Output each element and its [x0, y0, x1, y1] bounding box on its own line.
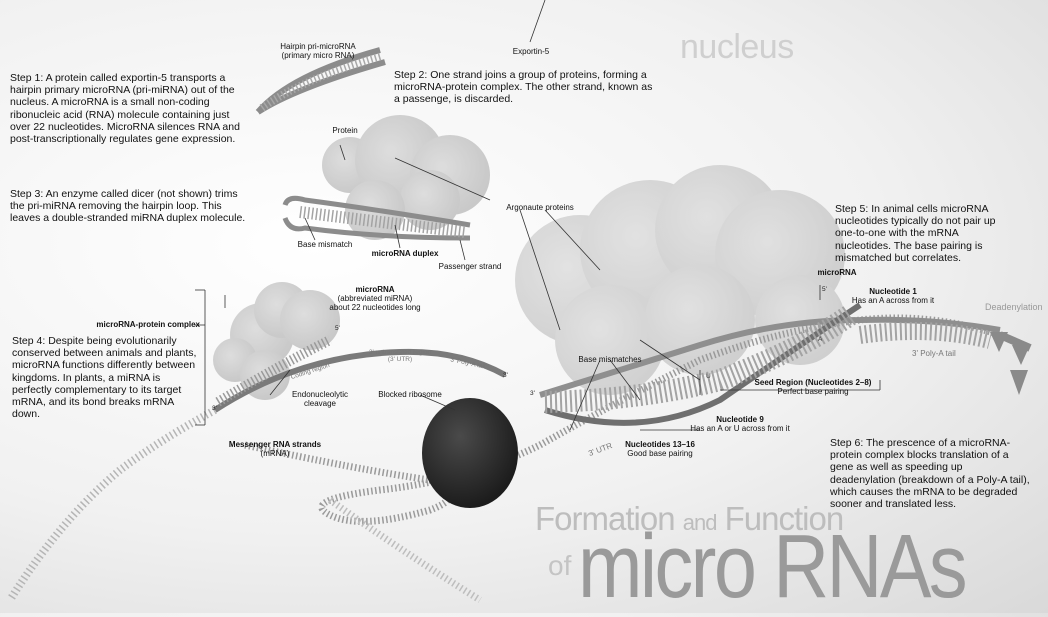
nucleotide-1-subtitle: Has an A across from it	[838, 296, 948, 305]
messenger-subtitle: (mRNA)	[220, 449, 330, 458]
cleavage-text: cleavage	[280, 399, 360, 408]
step-2-text: Step 2: One strand joins a group of prot…	[394, 69, 656, 106]
nucleotide-9-title: Nucleotide 9	[716, 415, 764, 424]
microrna-title: microRNA	[355, 285, 394, 294]
nucleotides-13-16-label: Nucleotides 13–16 Good base pairing	[610, 440, 710, 458]
nucleotides-13-16-title: Nucleotides 13–16	[625, 440, 695, 449]
hairpin-label: Hairpin pri-microRNA (primary micro RNA)	[258, 42, 378, 60]
step-4-text: Step 4: Despite being evolutionarily con…	[12, 335, 197, 420]
microrna-duplex-label: microRNA duplex	[365, 249, 445, 258]
seed-region-title: Seed Region (Nucleotides 2–8)	[755, 378, 872, 387]
nucleotide-1-title: Nucleotide 1	[869, 287, 917, 296]
hairpin-title: Hairpin pri-microRNA	[280, 42, 356, 51]
step-6-text: Step 6: The prescence of a microRNA-prot…	[830, 437, 1030, 510]
protein-label: Protein	[325, 126, 365, 135]
microrna-label: microRNA (abbreviated miRNA) about 22 nu…	[310, 285, 440, 312]
microrna-right-text: microRNA	[817, 268, 856, 277]
protein-cluster-right	[515, 165, 845, 395]
microrna-duplex-text: microRNA duplex	[372, 249, 439, 258]
deadenylation-label: Deadenylation	[985, 302, 1043, 312]
exportin-label: Exportin-5	[496, 47, 566, 56]
polya-right-label: 3' Poly-A tail	[912, 349, 956, 358]
microrna-subtitle-2: about 22 nucleotides long	[310, 303, 440, 312]
step-3-text: Step 3: An enzyme called dicer (not show…	[10, 188, 250, 225]
nucleus-label: nucleus	[680, 28, 794, 67]
microrna-subtitle-1: (abbreviated miRNA)	[310, 294, 440, 303]
prime-5-right: 5'	[822, 286, 827, 293]
seed-region-subtitle: Perfect base pairing	[748, 387, 878, 396]
letter-u-label: U	[706, 373, 711, 380]
prime-3-left-b: 3'	[503, 372, 508, 379]
base-mismatch-label: Base mismatch	[290, 240, 360, 249]
blocked-ribosome-label: Blocked ribosome	[365, 390, 455, 399]
endonucleolytic-label: Endonucleolytic cleavage	[280, 390, 360, 408]
complex-text: microRNA-protein complex	[96, 320, 200, 329]
utr-3-text: 3' untranslated region	[369, 349, 431, 356]
step-1-text: Step 1: A protein called exportin-5 tran…	[10, 72, 245, 145]
seed-region-label: Seed Region (Nucleotides 2–8) Perfect ba…	[748, 378, 878, 396]
base-mismatches-label: Base mismatches	[570, 355, 650, 364]
nucleotides-13-16-subtitle: Good base pairing	[610, 449, 710, 458]
utr-3-label: 3' untranslated region (3' UTR)	[360, 349, 440, 363]
nucleotide-9-subtitle: Has an A or U across from it	[675, 424, 805, 433]
step-5-text: Step 5: In animal cells microRNA nucleot…	[835, 203, 1005, 264]
complex-label: microRNA-protein complex	[80, 320, 200, 329]
argonaute-label: Argonaute proteins	[490, 203, 590, 212]
letter-a-label: A	[818, 336, 822, 343]
endonucleolytic-text: Endonucleolytic	[292, 390, 348, 399]
prime-3-right: 3'	[530, 390, 535, 397]
prime-3-left-a: 3'	[212, 405, 217, 412]
nucleotide-1-label: Nucleotide 1 Has an A across from it	[838, 287, 948, 305]
title-main: micro RNAs	[578, 522, 965, 612]
messenger-label: Messenger RNA strands (mRNA)	[220, 440, 330, 458]
passenger-strand-label: Passenger strand	[430, 262, 510, 271]
utr-3-short: (3' UTR)	[360, 356, 440, 363]
nucleotide-9-label: Nucleotide 9 Has an A or U across from i…	[675, 415, 805, 433]
prime-5-left: 5'	[335, 325, 340, 332]
title-of: of	[548, 550, 571, 582]
microrna-right-label: microRNA	[812, 268, 862, 277]
blocked-ribosome-shape	[422, 398, 518, 508]
messenger-title: Messenger RNA strands	[229, 440, 321, 449]
hairpin-subtitle: (primary micro RNA)	[258, 51, 378, 60]
